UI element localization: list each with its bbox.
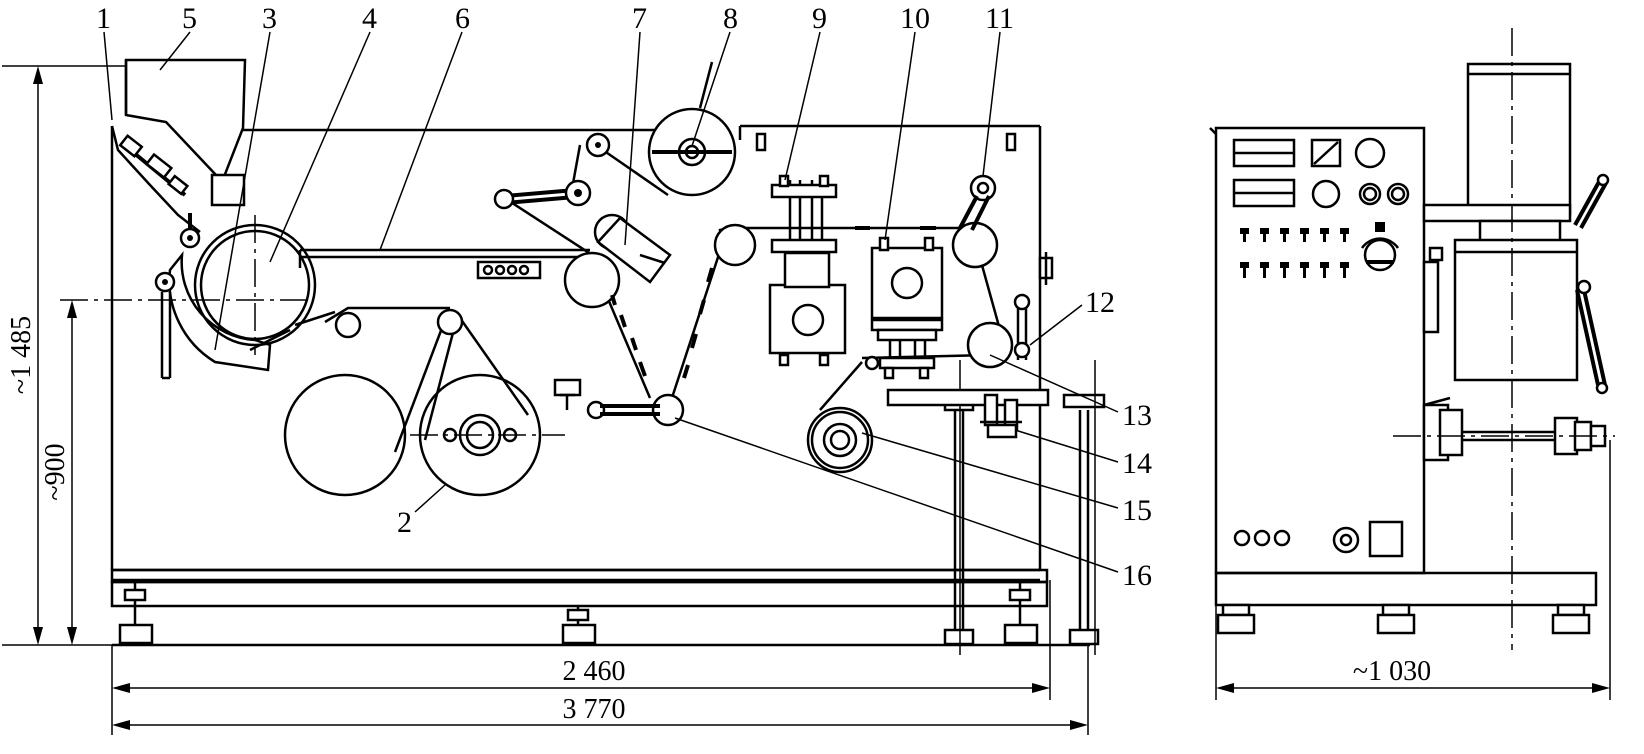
callout-13: 13 xyxy=(1122,399,1152,432)
dimension-lines xyxy=(2,65,1089,735)
laminating-head xyxy=(864,236,944,380)
outlet-box xyxy=(1368,520,1404,558)
callout-7: 7 xyxy=(632,2,647,35)
panel-instruments xyxy=(1232,137,1410,558)
heating-plate xyxy=(298,248,590,280)
leveling-foot xyxy=(118,582,154,645)
indicator-lamp xyxy=(1253,529,1271,547)
side-base xyxy=(1214,571,1598,607)
selector-switch-icon xyxy=(1360,222,1400,272)
callout-4: 4 xyxy=(362,2,377,35)
base-platform xyxy=(110,360,1106,655)
callout-3: 3 xyxy=(262,2,277,35)
dimension-base-length: 2 460 xyxy=(563,656,626,687)
scraper-pivot xyxy=(154,271,176,380)
upper-reel xyxy=(647,61,737,197)
dimension-overall-height: ~1 485 xyxy=(6,316,37,394)
side-hopper xyxy=(1422,62,1610,395)
front-view xyxy=(2,31,1119,735)
dimension-axis-height: ~900 xyxy=(40,443,71,500)
cutter-bracket xyxy=(980,393,1022,439)
frame-bracket xyxy=(755,132,767,152)
side-feet xyxy=(1216,603,1591,635)
callout-11: 11 xyxy=(985,2,1014,35)
dial-knob xyxy=(1354,137,1386,169)
switch-row xyxy=(1240,228,1349,278)
product-roll xyxy=(806,406,874,474)
callout-labels: 1 2 3 4 5 6 7 8 9 10 11 12 13 14 15 16 xyxy=(96,2,1152,592)
callout-1: 1 xyxy=(96,2,111,35)
callout-6: 6 xyxy=(455,2,470,35)
callout-9: 9 xyxy=(812,2,827,35)
tension-roller xyxy=(951,174,1054,285)
rewind-roll xyxy=(283,308,565,497)
callout-12: 12 xyxy=(1085,286,1115,319)
leveling-foot xyxy=(1003,582,1039,645)
callout-14: 14 xyxy=(1122,447,1152,480)
press-roller xyxy=(563,213,672,309)
callout-16: 16 xyxy=(1122,559,1152,592)
indicator-lamp xyxy=(1233,529,1251,547)
dimension-labels: ~1 485 ~900 2 460 3 770 ~1 030 xyxy=(6,316,1431,725)
support-leg xyxy=(943,398,975,646)
hopper-adjuster-handle xyxy=(118,133,190,197)
side-view xyxy=(1209,28,1615,700)
dimension-side-width: ~1 030 xyxy=(1353,656,1431,687)
web-roller xyxy=(713,223,757,267)
tension-arm xyxy=(493,132,611,210)
hopper xyxy=(110,58,247,249)
callout-5: 5 xyxy=(182,2,197,35)
lower-idler xyxy=(553,378,685,427)
leader-lines xyxy=(103,31,1119,573)
film-segments xyxy=(610,226,936,379)
callout-10: 10 xyxy=(900,2,930,35)
indicator-lamp xyxy=(1273,529,1291,547)
callout-8: 8 xyxy=(723,2,738,35)
support-leg xyxy=(1062,393,1106,646)
leveling-foot xyxy=(561,606,597,645)
side-dimension xyxy=(1215,440,1611,700)
frame-bracket xyxy=(1005,132,1017,152)
gate-knob xyxy=(179,213,201,249)
guide-roller xyxy=(334,311,362,339)
guide-roller xyxy=(436,308,464,336)
callout-15: 15 xyxy=(1122,494,1152,527)
callout-2: 2 xyxy=(397,506,412,539)
dial-knob xyxy=(1311,179,1341,209)
dimension-overall-length: 3 770 xyxy=(563,694,626,725)
drive-shaft xyxy=(1422,396,1607,462)
coating-head xyxy=(768,174,847,367)
pinch-roller xyxy=(886,293,1050,407)
